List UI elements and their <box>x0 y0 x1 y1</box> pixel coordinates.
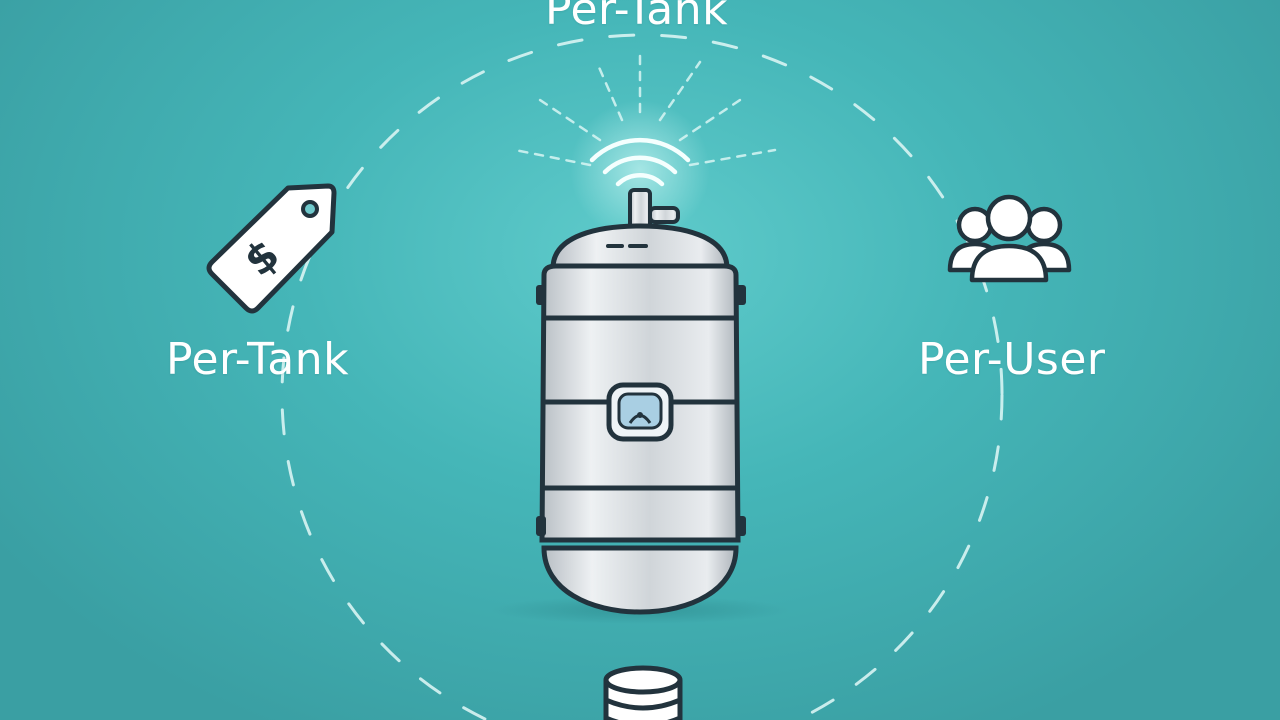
users-group-icon <box>947 194 1072 283</box>
signal-glow <box>570 100 710 240</box>
storage-tank-icon <box>536 188 746 615</box>
dashed-orbit-circle <box>280 33 1004 720</box>
signal-rays <box>513 53 777 167</box>
label-per-tank-left: Per-Tank <box>166 334 350 385</box>
wifi-signal-icon <box>589 137 691 187</box>
database-icon <box>603 665 683 720</box>
label-per-user: Per-User <box>918 334 1106 385</box>
label-per-tank-top: Per-Tank <box>545 0 729 35</box>
price-tag-dollar-icon: $ <box>206 183 337 314</box>
